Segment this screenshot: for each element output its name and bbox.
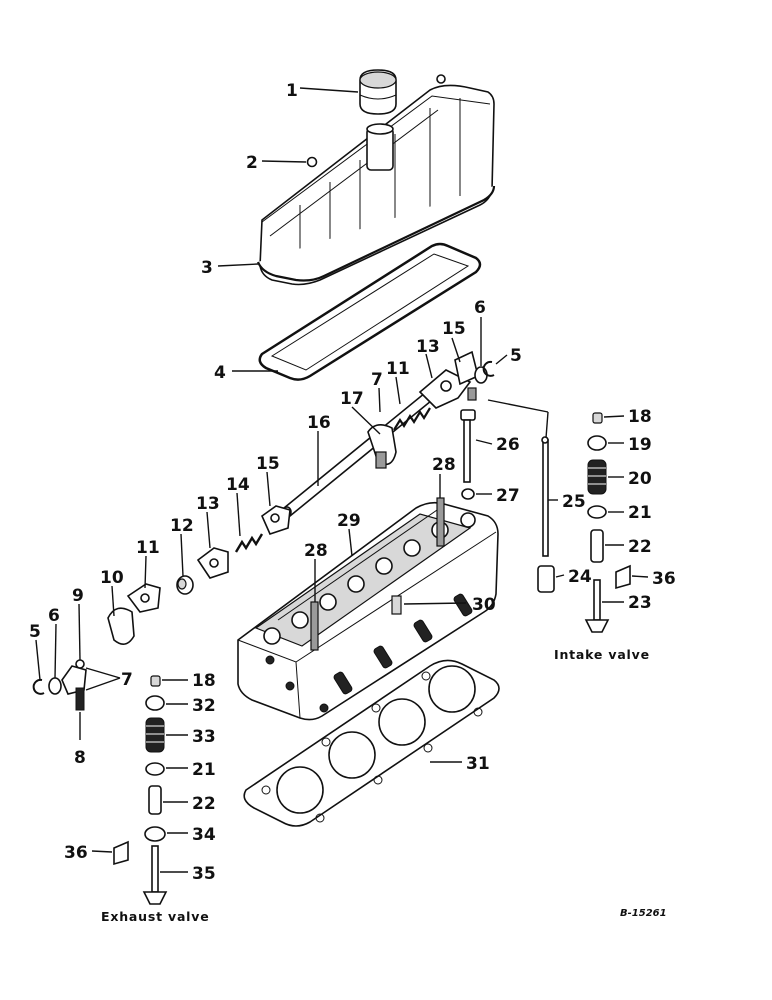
callout-35: 35: [192, 864, 216, 884]
spacer-12: [176, 575, 194, 595]
bolt-washer: [461, 488, 475, 500]
support-bracket-10: [107, 607, 135, 645]
callout-19: 19: [628, 435, 652, 455]
callout-10: 10: [100, 568, 124, 588]
callout-22-intake: 22: [628, 537, 652, 557]
valve-cover: [256, 74, 496, 286]
rocker-support-bracket: [367, 424, 397, 469]
breather-cap: [359, 69, 397, 115]
callout-13-lower: 13: [196, 494, 220, 514]
valve-insert-intake: [615, 564, 631, 590]
callout-1: 1: [286, 81, 298, 101]
callout-13-upper: 13: [416, 337, 440, 357]
valve-spring-exhaust: [145, 717, 165, 753]
callout-36-exhaust: 36: [64, 843, 88, 863]
injector-sleeve: [391, 595, 402, 615]
callout-3: 3: [201, 258, 213, 278]
spring-seat-exhaust: [145, 762, 165, 776]
callout-18-intake: 18: [628, 407, 652, 427]
intake-valve: [584, 579, 610, 633]
push-rod: [541, 436, 549, 557]
callout-28-left: 28: [304, 541, 328, 561]
cover-gasket: [258, 242, 482, 381]
rocker-spring-17: [393, 407, 431, 431]
callout-5-lower: 5: [29, 622, 41, 642]
spring-seat-intake: [587, 505, 607, 519]
valve-lock-intake: [592, 412, 603, 424]
callout-25: 25: [562, 492, 586, 512]
rocker-arm-13: [196, 547, 229, 579]
exhaust-valve-caption: Exhaust valve: [101, 909, 210, 924]
clip-upper: [482, 360, 495, 377]
tappet: [537, 565, 555, 593]
callout-12: 12: [170, 516, 194, 536]
callout-15-upper: 15: [442, 319, 466, 339]
exhaust-valve: [142, 845, 168, 905]
rocker-arm-upper: [418, 369, 477, 409]
callout-17: 17: [340, 389, 364, 409]
callout-21-exhaust: 21: [192, 760, 216, 780]
cylinder-head: [237, 501, 499, 721]
callout-33: 33: [192, 727, 216, 747]
rotator-34: [144, 826, 166, 842]
washer-upper: [474, 366, 488, 384]
adjusting-screw-assembly: [61, 659, 87, 711]
callout-2: 2: [246, 153, 258, 173]
callout-6-upper: 6: [474, 298, 486, 318]
callout-34: 34: [192, 825, 216, 845]
drawing-reference: B-15261: [620, 908, 667, 919]
callout-8: 8: [74, 748, 86, 768]
callout-14: 14: [226, 475, 250, 495]
callout-31: 31: [466, 754, 490, 774]
leader-lines: [35, 87, 649, 873]
rocker-arm-11: [126, 583, 161, 613]
cover-nut: [306, 156, 318, 168]
callout-18-exhaust: 18: [192, 671, 216, 691]
callout-15-lower: 15: [256, 454, 280, 474]
head-stud-left: [310, 601, 319, 651]
rocker-arm-15: [261, 505, 291, 535]
callout-28-right: 28: [432, 455, 456, 475]
clip-lower: [32, 678, 45, 695]
callout-7-upper: 7: [371, 370, 383, 390]
head-gasket: [243, 659, 500, 827]
callout-29: 29: [337, 511, 361, 531]
callout-11-upper: 11: [386, 359, 410, 379]
spring-retainer-exhaust: [145, 695, 165, 711]
callout-9: 9: [72, 586, 84, 606]
callout-4: 4: [214, 363, 226, 383]
valve-spring-intake: [587, 459, 607, 495]
callout-labels: 1 2 3 4 5 6 15 13 7 11 17 16 15 14 13 12…: [29, 81, 676, 884]
callout-7-lower: 7: [121, 670, 133, 690]
spring-14: [234, 533, 264, 553]
callout-6-lower: 6: [48, 606, 60, 626]
callout-32: 32: [192, 696, 216, 716]
callout-21-intake: 21: [628, 503, 652, 523]
intake-valve-caption: Intake valve: [554, 647, 650, 662]
valve-insert-exhaust: [113, 840, 129, 866]
washer-lower: [48, 677, 62, 695]
callout-26: 26: [496, 435, 520, 455]
callout-5-upper: 5: [510, 346, 522, 366]
callout-36-intake: 36: [652, 569, 676, 589]
callout-27: 27: [496, 486, 520, 506]
callout-30: 30: [472, 595, 496, 615]
callout-20: 20: [628, 469, 652, 489]
spring-retainer-intake: [587, 435, 607, 451]
callout-16: 16: [307, 413, 331, 433]
head-bolt: [460, 409, 476, 483]
callout-11-lower: 11: [136, 538, 160, 558]
valve-guide-intake: [590, 529, 604, 563]
head-stud-right: [436, 497, 445, 547]
valve-guide-exhaust: [148, 785, 162, 815]
valve-lock-exhaust: [150, 675, 161, 687]
callout-24: 24: [568, 567, 592, 587]
callout-22-exhaust: 22: [192, 794, 216, 814]
callout-23: 23: [628, 593, 652, 613]
